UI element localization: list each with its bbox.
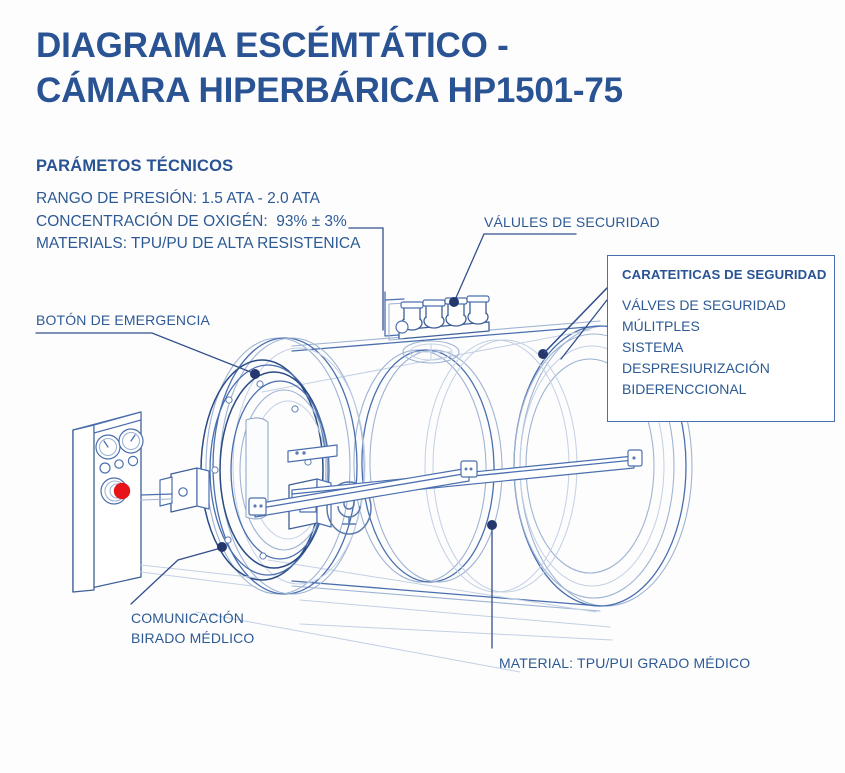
handrail-lower <box>248 460 478 518</box>
panel-buttons <box>99 455 139 474</box>
safety-features-list: VÁLVES DE SEGURIDAD MÚLITPLES SISTEMA DE… <box>622 297 786 397</box>
ground-guides <box>140 564 613 673</box>
parameters-heading: PARÁMETOS TÉCNICOS <box>36 157 234 175</box>
valve-manifold <box>384 291 490 341</box>
callout-communication: COMUNICACIÓN BIRADO MÉDLICO <box>131 610 255 646</box>
valve-2 <box>422 299 446 329</box>
leader-communication <box>130 542 227 605</box>
valve-4 <box>466 295 490 325</box>
valve-1 <box>400 301 424 331</box>
hull-top-hatch <box>402 340 460 364</box>
callout-emergency-button: BOTÓN DE EMERGENCIA <box>36 312 210 328</box>
safety-features-box: CARATEITICAS DE SEGURIDAD VÁLVES DE SEGU… <box>607 255 835 422</box>
page-title: DIAGRAMA ESCÉMTÁTICO - CÁMARA HIPERBÁRIC… <box>36 26 623 110</box>
leader-material <box>487 520 497 649</box>
leader-valves <box>449 233 577 307</box>
leader-safety <box>538 287 608 359</box>
microphone-icon <box>326 481 372 535</box>
parameters-list: RANGO DE PRESIÓN: 1.5 ATA - 2.0 ATA CONC… <box>36 190 361 253</box>
leader-emergency <box>35 332 260 379</box>
door-latch-left <box>159 467 210 513</box>
chamber-body-shell <box>261 320 611 628</box>
safety-features-title: CARATEITICAS DE SEGURIDAD <box>622 267 827 282</box>
panel-gauge-left <box>95 434 121 460</box>
handrail-bracket-door <box>287 444 338 463</box>
callout-material: MATERIAL: TPU/PUI GRADO MÉDICO <box>499 655 751 671</box>
chamber-door <box>200 359 330 581</box>
callout-safety-valves: VÁLULES DE SECURIDAD <box>484 214 660 230</box>
leader-parameters <box>348 227 384 331</box>
leader-safety-secondary <box>560 299 608 360</box>
control-panel <box>72 411 173 593</box>
emergency-button <box>100 477 131 505</box>
panel-gauge-right <box>118 428 144 454</box>
